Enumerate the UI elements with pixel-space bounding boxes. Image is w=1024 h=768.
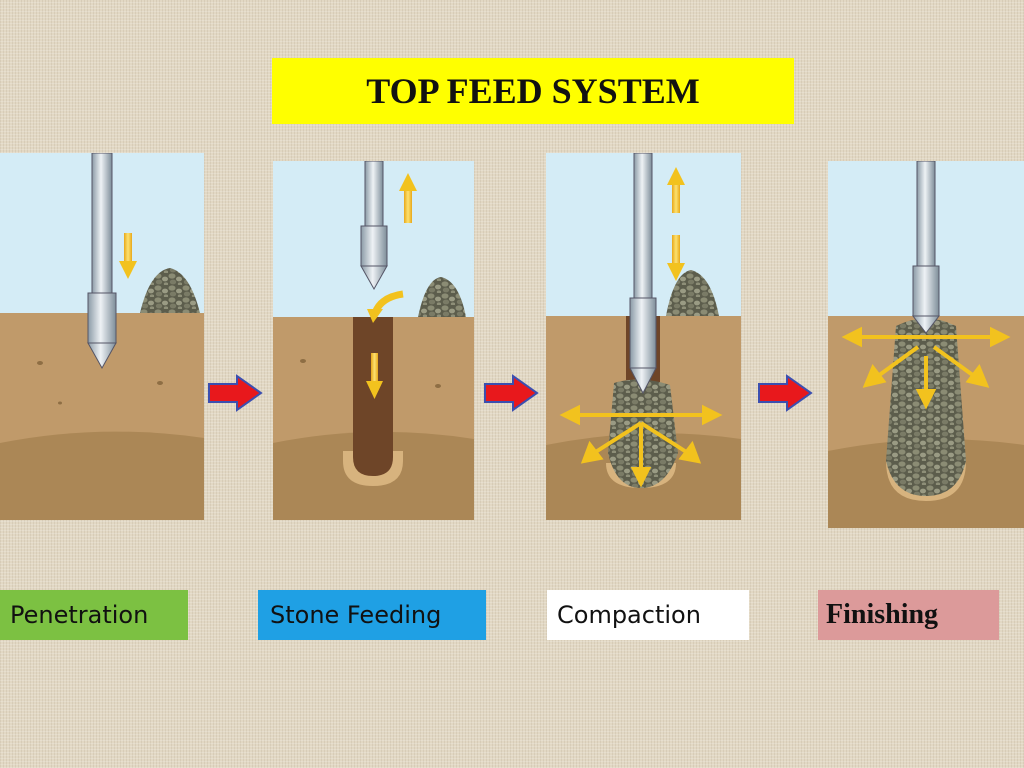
panel-penetration [0,153,204,520]
panel-stone-feeding [273,161,474,520]
step-label-finishing: Finishing [818,590,999,640]
panel-finishing [828,161,1024,528]
down-motion-arrow [119,233,137,279]
feed-motion-arrow [366,290,404,399]
up-motion-arrow [399,173,417,223]
diagram-title: TOP FEED SYSTEM [272,58,794,124]
up-down-motion-arrows [667,167,685,281]
panel-compaction [546,153,741,520]
step-label-stone-feeding: Stone Feeding [258,590,486,640]
next-step-arrow-icon [484,374,539,412]
next-step-arrow-icon [758,374,813,412]
radial-compaction-arrows [559,404,723,488]
next-step-arrow-icon [208,374,263,412]
radial-finishing-arrows [841,326,1011,410]
step-label-compaction: Compaction [547,590,749,640]
step-label-penetration: Penetration [0,590,188,640]
